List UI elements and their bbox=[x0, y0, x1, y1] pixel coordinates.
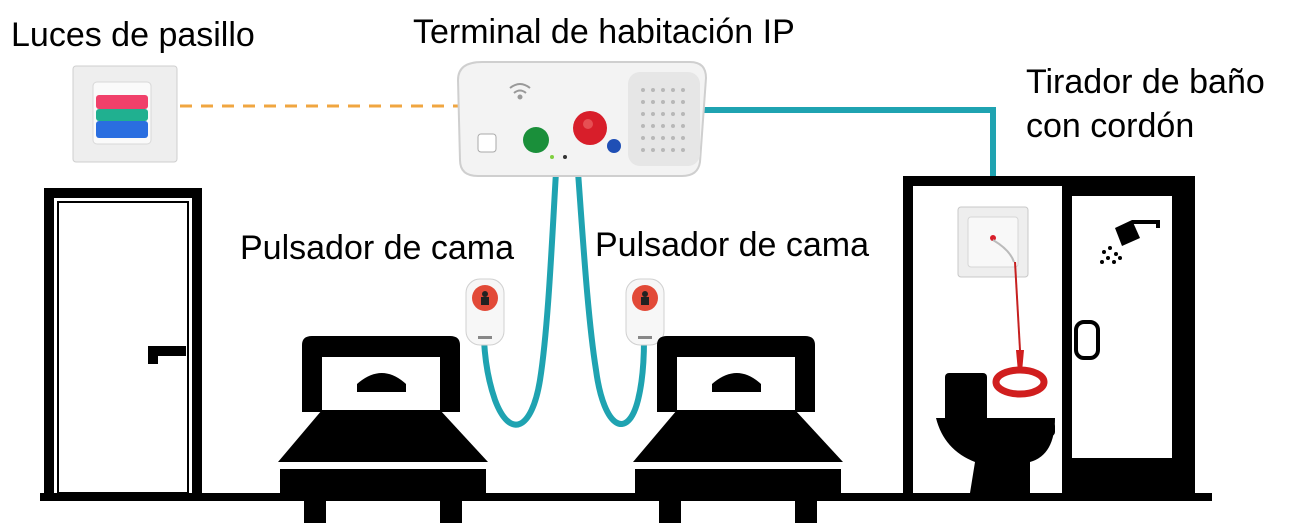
brand-logo-icon bbox=[477, 133, 497, 153]
room-terminal-label: Terminal de habitación IP bbox=[413, 13, 795, 51]
bed-button-label-right: Pulsador de cama bbox=[595, 226, 870, 264]
pull-cord-switch-device bbox=[957, 206, 1048, 398]
floor-line bbox=[40, 493, 1212, 501]
bed-call-button-left bbox=[465, 278, 505, 346]
status-led-icon bbox=[550, 155, 554, 159]
bed-left bbox=[278, 336, 488, 523]
blue-button-icon bbox=[607, 139, 621, 153]
bed-call-button-right bbox=[625, 278, 665, 346]
bath-pull-cable bbox=[700, 107, 996, 207]
shower-door-handle bbox=[1074, 320, 1100, 360]
room-terminal-device bbox=[456, 61, 708, 177]
toilet-icon bbox=[936, 373, 1055, 493]
bed-button-label-left: Pulsador de cama bbox=[240, 229, 515, 267]
corridor-light-green bbox=[96, 109, 148, 121]
bed-button-cable-left bbox=[481, 171, 559, 428]
shower-icon bbox=[1100, 220, 1160, 264]
bathroom bbox=[903, 176, 1195, 493]
corridor-light-blue bbox=[96, 121, 148, 138]
bath-pull-label-line1: Tirador de baño bbox=[1026, 63, 1265, 101]
bath-pull-label-line2: con cordón bbox=[1026, 107, 1195, 145]
speaker-holes bbox=[641, 88, 685, 152]
bed-button-cable-right bbox=[575, 171, 647, 427]
wifi-icon bbox=[509, 83, 531, 100]
bed-right bbox=[633, 336, 843, 523]
corridor-light-red bbox=[96, 95, 148, 109]
door-handle bbox=[148, 346, 186, 356]
corridor-light-device bbox=[72, 65, 178, 163]
door bbox=[44, 188, 202, 494]
speaker-grille bbox=[628, 72, 700, 166]
green-button-icon bbox=[523, 127, 549, 153]
hall-lights-label: Luces de pasillo bbox=[11, 16, 255, 54]
